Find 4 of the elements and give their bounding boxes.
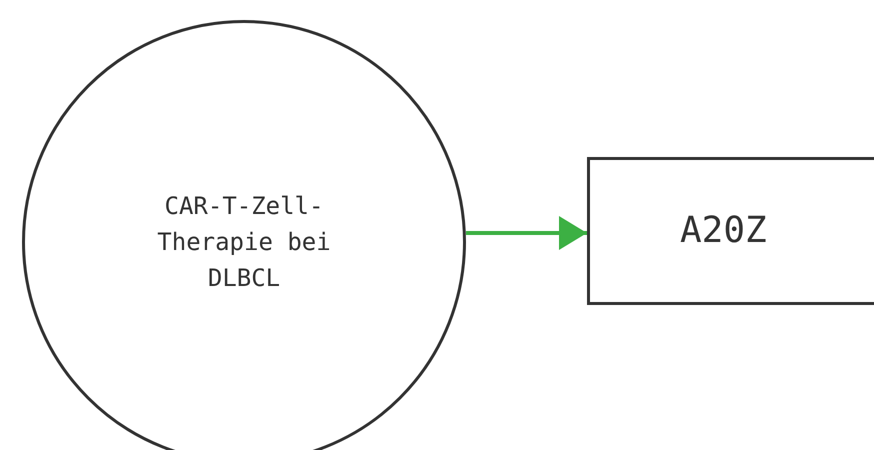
arrow (466, 216, 587, 250)
process-box (587, 157, 874, 305)
node-label: A20Z (680, 209, 767, 253)
node-label: CAR-T-Zell-Therapie bei DLBCL (156, 191, 332, 294)
